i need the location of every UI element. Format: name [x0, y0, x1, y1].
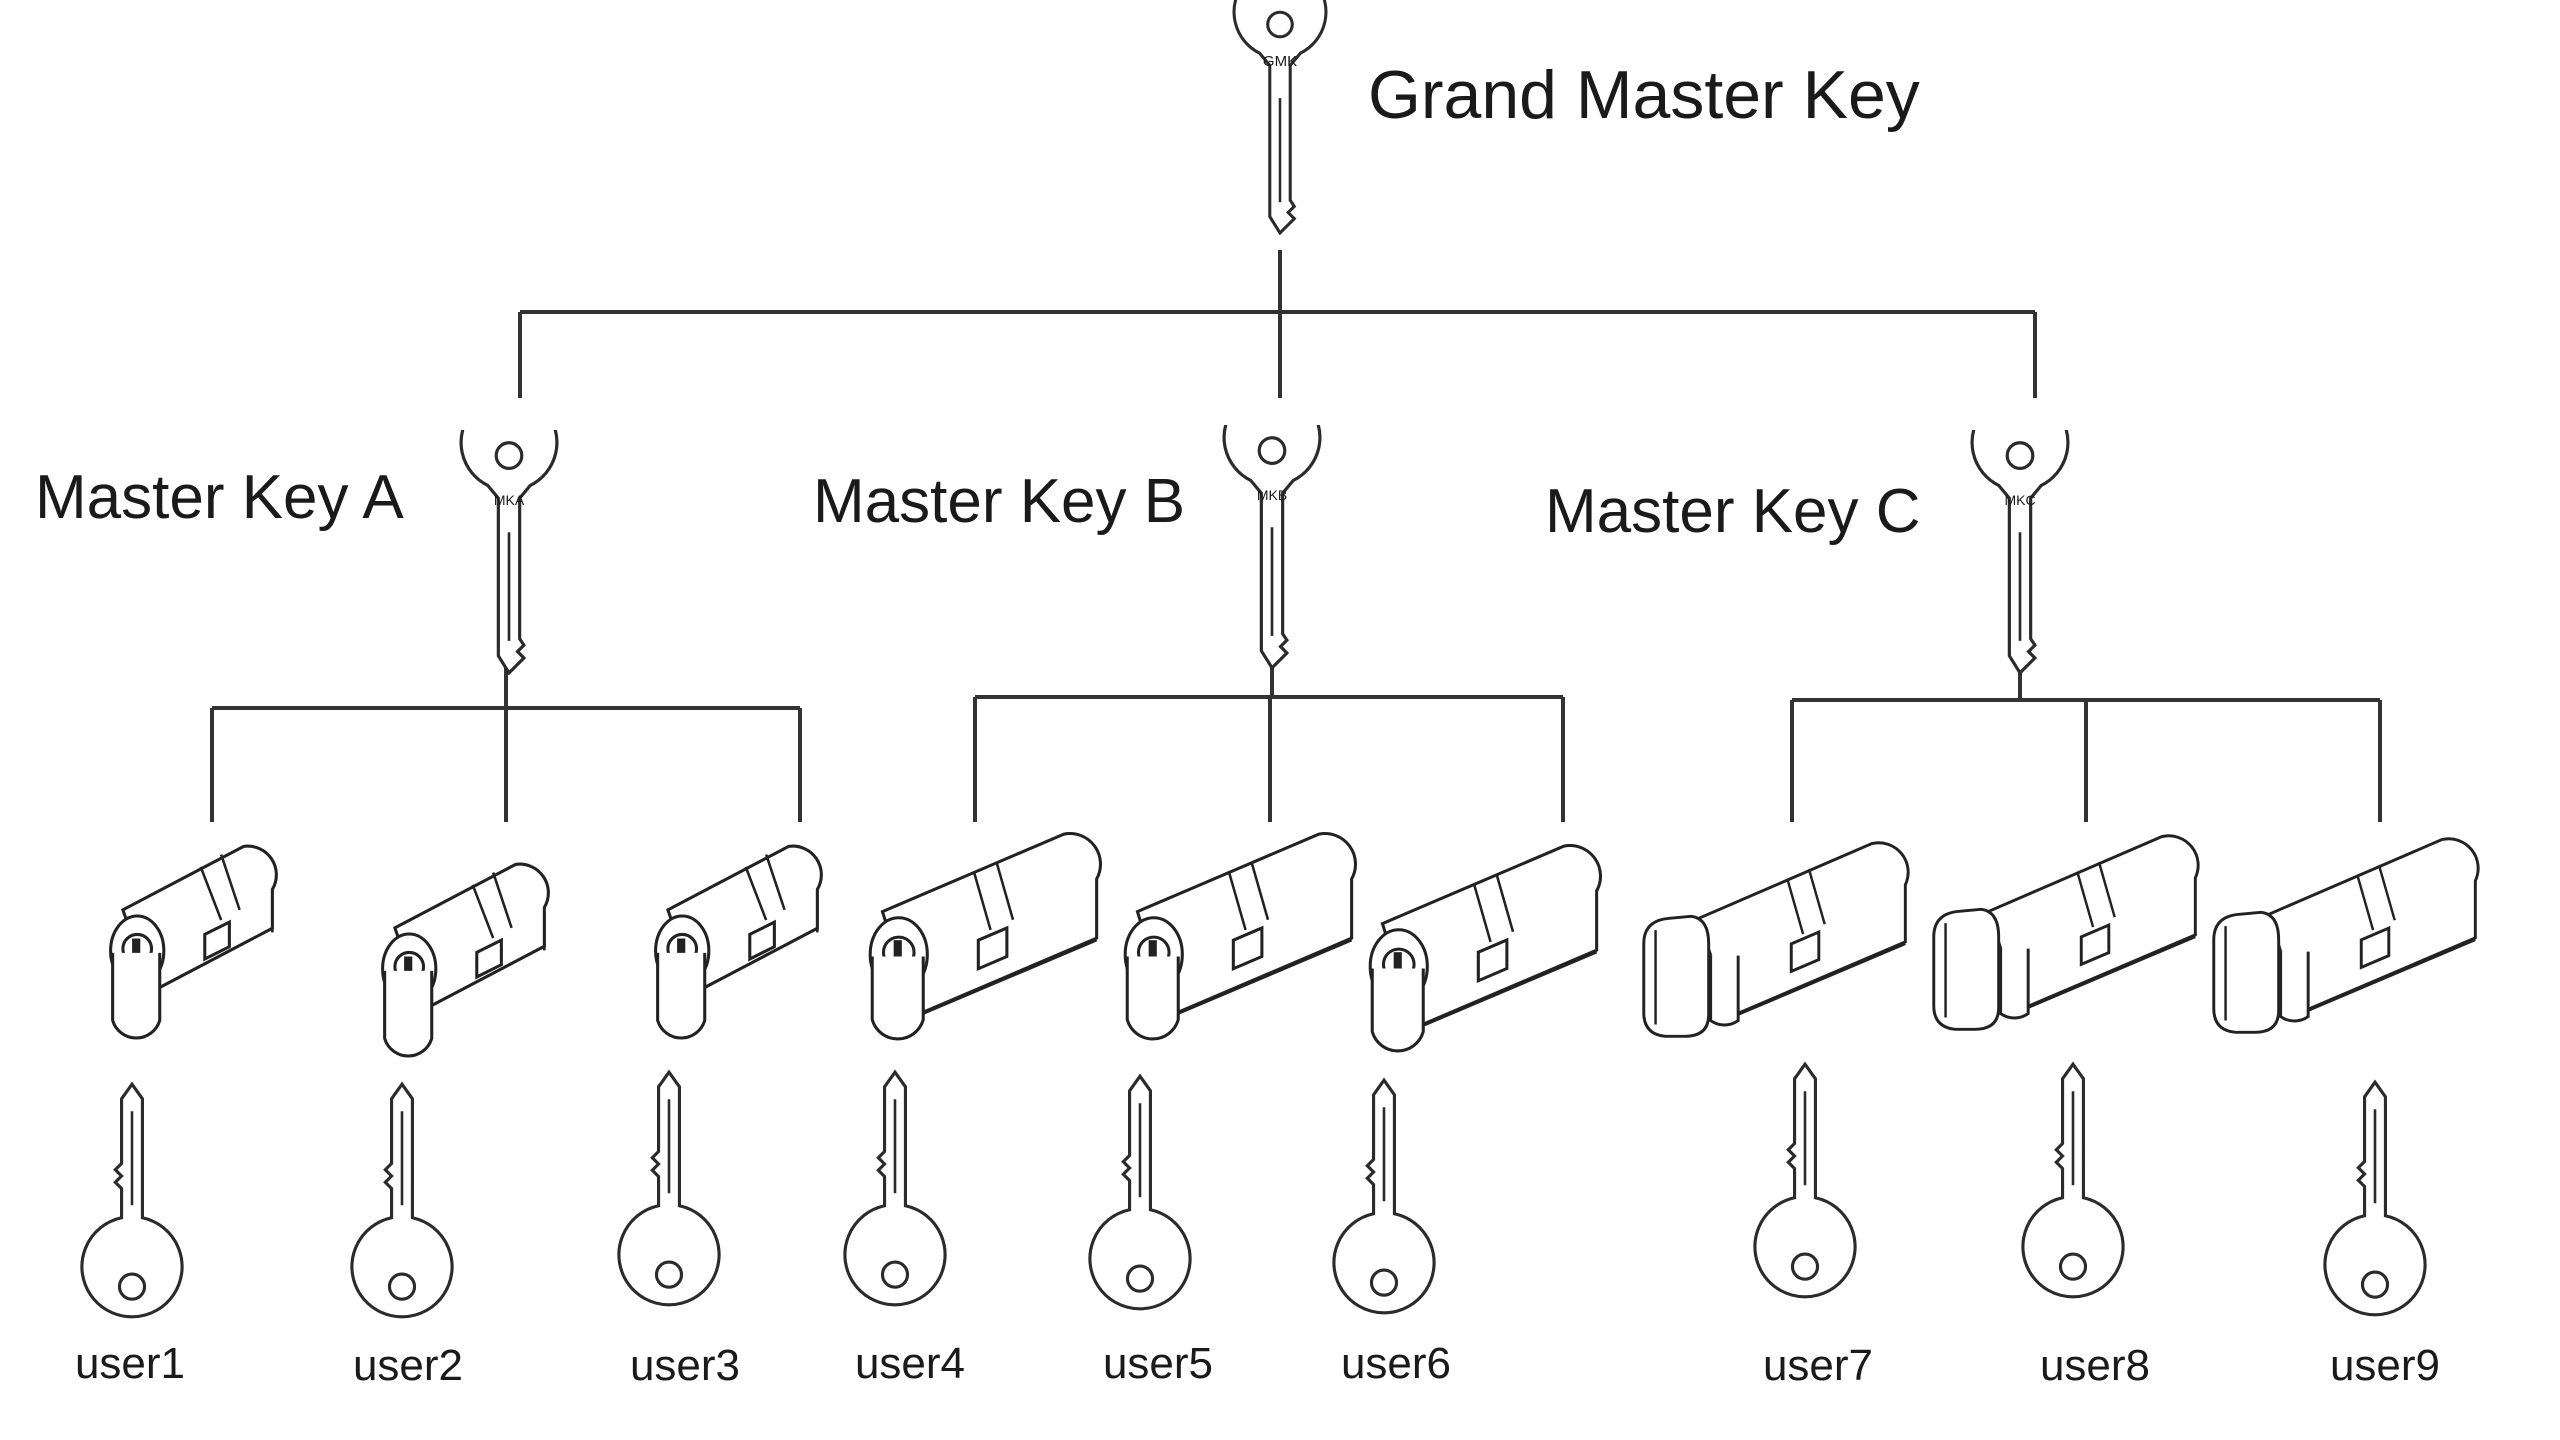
- user-key-icon: [617, 1070, 721, 1307]
- master-key-c-icon: [1970, 430, 2070, 675]
- user-key-icon: [350, 1082, 454, 1319]
- thumbturn-cylinder-icon: [1932, 834, 2200, 1031]
- master-key-a-code: MKA: [494, 492, 525, 508]
- user-label: user8: [2040, 1341, 2150, 1390]
- user-label: user7: [1763, 1341, 1873, 1390]
- grand-master-key-code: GMK: [1263, 53, 1297, 70]
- half-euro-cylinder-icon: [381, 862, 550, 1058]
- user-label: user6: [1341, 1339, 1451, 1388]
- user-key-icon: [1088, 1074, 1192, 1311]
- user-label: user2: [353, 1341, 463, 1390]
- user-key-icon: [80, 1082, 184, 1319]
- user-key-icon: [843, 1070, 947, 1307]
- master-key-b-icon: [1222, 425, 1322, 670]
- cylinders: [109, 831, 2480, 1058]
- half-euro-cylinder-icon: [109, 844, 278, 1040]
- master-node-a: Master Key A MKA: [35, 430, 559, 675]
- master-key-c-label: Master Key C: [1545, 477, 1921, 546]
- thumbturn-cylinder-icon: [2212, 837, 2480, 1034]
- master-key-b-label: Master Key B: [813, 467, 1185, 536]
- master-key-a-icon: [459, 430, 559, 675]
- grand-master-key-label: Grand Master Key: [1368, 57, 1920, 133]
- user-labels: user1 user2 user3 user4 user5 user6 user…: [75, 1339, 2440, 1390]
- master-node-b: Master Key B MKB: [813, 425, 1322, 670]
- master-node-c: Master Key C MKC: [1545, 430, 2070, 675]
- double-euro-cylinder-icon: [1368, 843, 1603, 1053]
- thumbturn-cylinder-icon: [1642, 841, 1910, 1038]
- user-key-icon: [2323, 1080, 2427, 1317]
- user-label: user4: [855, 1339, 965, 1388]
- master-key-b-code: MKB: [1257, 487, 1287, 503]
- tree-connectors: [210, 250, 2382, 822]
- half-euro-cylinder-icon: [654, 844, 823, 1040]
- user-label: user5: [1103, 1339, 1213, 1388]
- grand-master-node: GMK Grand Master Key: [1232, 0, 1920, 235]
- double-euro-cylinder-icon: [868, 831, 1103, 1041]
- master-key-c-code: MKC: [2004, 492, 2035, 508]
- user-label: user1: [75, 1339, 185, 1388]
- user-key-icon: [2021, 1062, 2125, 1299]
- master-key-a-label: Master Key A: [35, 463, 404, 532]
- user-key-icon: [1753, 1062, 1857, 1299]
- user-keys: [80, 1062, 2427, 1319]
- user-key-icon: [1332, 1078, 1436, 1315]
- grand-master-key-icon: [1232, 0, 1328, 235]
- double-euro-cylinder-icon: [1123, 831, 1358, 1041]
- user-label: user9: [2330, 1341, 2440, 1390]
- user-label: user3: [630, 1341, 740, 1390]
